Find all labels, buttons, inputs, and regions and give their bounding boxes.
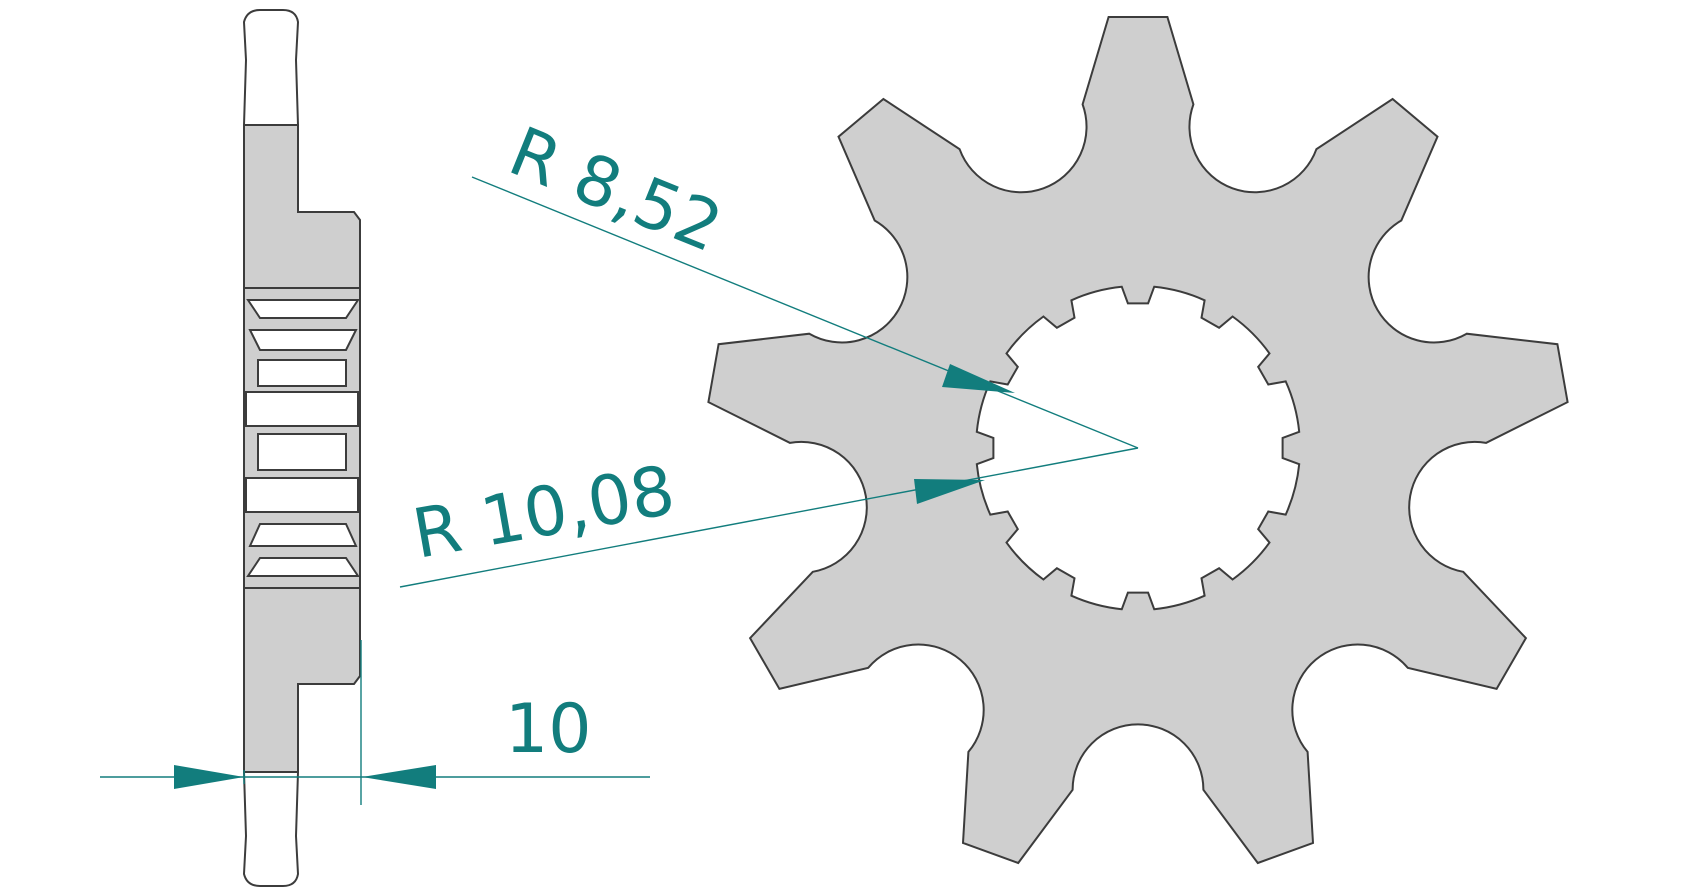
side-view-spline-2 — [248, 329, 358, 351]
dimension-thickness: 10 — [100, 690, 650, 789]
r-outer-leader — [399, 447, 1139, 588]
side-view-top-tooth — [242, 9, 300, 126]
sprocket-front-view — [707, 16, 1569, 865]
side-view-spline-4 — [245, 391, 359, 427]
side-view-spline-3 — [257, 359, 347, 387]
sprocket-side-view — [242, 9, 362, 887]
r-inner-leader — [471, 176, 1139, 449]
side-view-spline-6 — [245, 477, 359, 513]
side-view-lower-body — [243, 587, 361, 773]
side-view-bottom-tooth — [242, 771, 300, 887]
r-inner-label: R 8,52 — [499, 113, 733, 269]
side-view-spline-5 — [257, 433, 347, 471]
thickness-label: 10 — [505, 690, 592, 769]
r-outer-arrowhead — [914, 479, 985, 504]
r-outer-label: R 10,08 — [407, 451, 680, 575]
side-view-spline-1 — [246, 299, 360, 319]
side-view-upper-body — [243, 124, 361, 289]
r-inner-arrowhead — [942, 364, 1015, 393]
side-view-spline-7 — [248, 523, 358, 547]
thickness-arrow-right — [362, 765, 436, 789]
side-view-spline-8 — [246, 557, 360, 577]
thickness-arrow-left — [174, 765, 244, 789]
